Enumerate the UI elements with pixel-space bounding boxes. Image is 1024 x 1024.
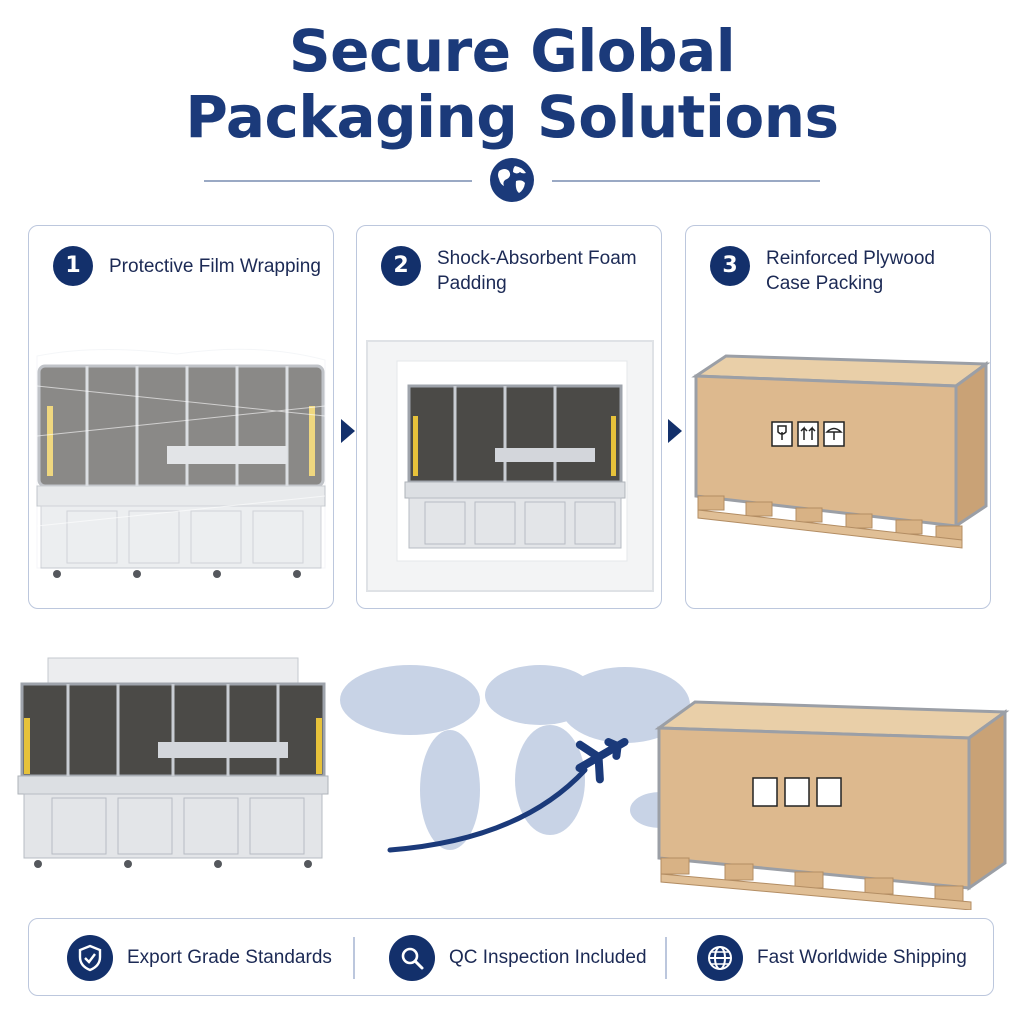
- step-label: Reinforced Plywood Case Packing: [766, 248, 935, 294]
- film-wrapped-machine-image: [36, 348, 326, 578]
- globe-icon: [697, 935, 743, 981]
- step-label: Shock-Absorbent Foam Padding: [437, 248, 637, 294]
- title-line-1: Secure Global: [288, 17, 736, 85]
- feature-worldwide-shipping: Fast Worldwide Shipping: [697, 919, 967, 997]
- step-number-badge: 1: [53, 246, 93, 286]
- globe-icon: [490, 158, 534, 202]
- step-label: Protective Film Wrapping: [109, 256, 321, 277]
- feature-label: QC Inspection Included: [449, 947, 647, 968]
- plywood-crate-image: [691, 354, 990, 549]
- step-card-film-wrapping: 1 Protective Film Wrapping: [28, 225, 334, 609]
- foam-padded-machine-image: [366, 340, 654, 592]
- feature-bar: Export Grade Standards QC Inspection Inc…: [28, 918, 994, 996]
- page-title: Secure Global Packaging Solutions: [0, 18, 1024, 150]
- feature-label: Export Grade Standards: [127, 947, 332, 968]
- airplane-icon: [575, 738, 629, 784]
- separator: [665, 937, 667, 979]
- plywood-crate-image: [654, 700, 1010, 910]
- feature-qc-inspection: QC Inspection Included: [389, 919, 647, 997]
- step-card-foam-padding: 2 Shock-Absorbent Foam Padding: [356, 225, 662, 609]
- step-card-plywood-case: 3 Reinforced Plywood Case Packing: [685, 225, 991, 609]
- chevron-right-icon: [341, 419, 355, 443]
- chevron-right-icon: [668, 419, 682, 443]
- feature-export-grade: Export Grade Standards: [67, 919, 332, 997]
- shield-check-icon: [67, 935, 113, 981]
- step-number-badge: 2: [381, 246, 421, 286]
- title-line-2: Packaging Solutions: [185, 83, 839, 151]
- feature-label: Fast Worldwide Shipping: [757, 947, 967, 968]
- magnifier-icon: [389, 935, 435, 981]
- divider-left: [204, 180, 472, 182]
- separator: [353, 937, 355, 979]
- unpacked-machine-image: [17, 657, 329, 868]
- flight-path: [387, 767, 588, 853]
- shipping-scene: [17, 657, 1010, 910]
- step-number-badge: 3: [710, 246, 750, 286]
- divider-right: [552, 180, 820, 182]
